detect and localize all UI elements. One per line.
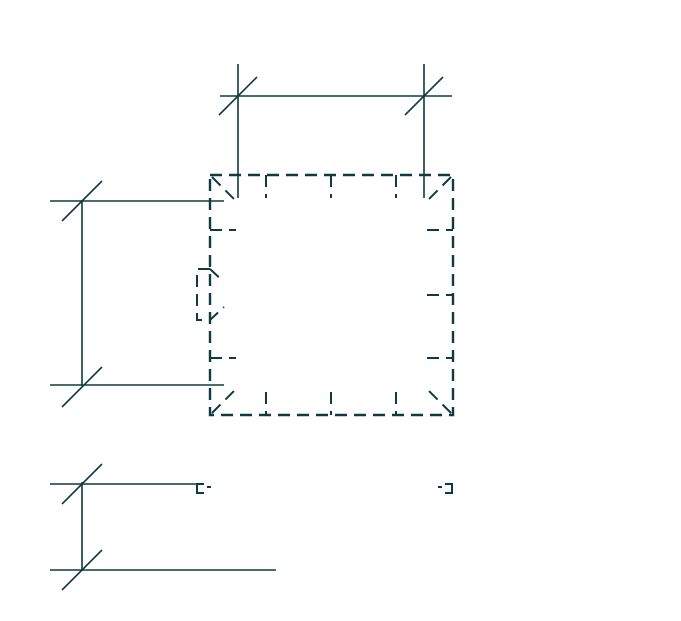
side-view-marks — [196, 483, 453, 494]
left-tick-mark-top — [61, 180, 103, 222]
bottom-tick-mark-top — [61, 463, 103, 505]
package-body-outline — [208, 173, 455, 417]
corner-mark-bottom-left — [211, 388, 237, 414]
package-outline — [196, 173, 455, 417]
left-tick-mark-bottom — [61, 366, 103, 408]
top-dimension — [218, 64, 452, 198]
side-view-mark-left — [196, 483, 204, 494]
corner-mark-top-left — [211, 176, 237, 202]
bottom-dimension — [50, 463, 276, 591]
top-tick-mark-left — [218, 76, 258, 116]
orientation-notch-tab — [196, 268, 225, 321]
left-dimension — [50, 180, 224, 408]
corner-mark-bottom-right — [426, 388, 452, 414]
top-tick-mark-right — [404, 76, 444, 116]
corner-mark-top-right — [426, 176, 452, 202]
bottom-tick-mark-bottom — [61, 549, 103, 591]
side-view-mark-right — [445, 483, 453, 494]
